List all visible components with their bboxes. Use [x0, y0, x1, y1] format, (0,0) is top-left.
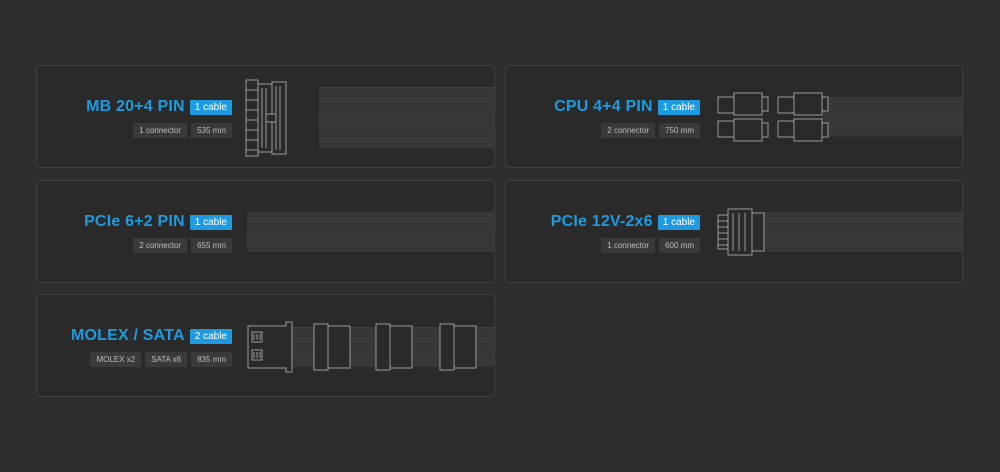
card-info: CPU 4+4 PIN 1 cable 2 connector 750 mm [506, 98, 700, 138]
length-chip: 655 mm [191, 238, 232, 253]
card-title: PCIe 6+2 PIN [84, 213, 185, 230]
card-title: CPU 4+4 PIN [554, 98, 653, 115]
cable-count-badge: 1 cable [657, 99, 700, 115]
card-title: PCIe 12V-2x6 [550, 213, 653, 230]
connector-count-chip: 1 connector [601, 238, 656, 253]
cable-card-pcie-6plus2: PCIe 6+2 PIN 1 cable 2 connector 655 mm [36, 180, 495, 283]
cable-card-12v-2x6: PCIe 12V-2x6 1 cable 1 connector 600 mm [505, 180, 963, 283]
cable-count-badge: 1 cable [189, 214, 232, 230]
length-chip: 600 mm [659, 238, 700, 253]
cable-card-molex-sata: MOLEX / SATA 2 cable MOLEX x2 SATA x6 83… [36, 294, 495, 397]
connector-count-chip: 2 connector [601, 123, 656, 138]
cable-card-cpu: CPU 4+4 PIN 1 cable 2 connector 750 mm [505, 65, 963, 168]
card-info: MB 20+4 PIN 1 cable 1 connector 535 mm [37, 98, 232, 138]
connector-count-chip: 2 connector [133, 238, 188, 253]
12v-2x6-connector-icon [717, 208, 765, 256]
length-chip: 750 mm [659, 123, 700, 138]
length-chip: 835 mm [191, 352, 232, 367]
cable-bundle [319, 87, 494, 148]
cable-count-badge: 1 cable [657, 214, 700, 230]
molex-sata-connectors-icon [247, 321, 477, 373]
cable-card-mb: MB 20+4 PIN 1 cable 1 connector 535 mm [36, 65, 495, 168]
card-info: MOLEX / SATA 2 cable MOLEX x2 SATA x6 83… [37, 327, 232, 367]
card-title: MOLEX / SATA [70, 327, 185, 344]
cpu-4plus4-connector-icon [717, 92, 829, 142]
cable-bundle [764, 212, 962, 252]
cable-count-badge: 2 cable [189, 328, 232, 344]
molex-count-chip: MOLEX x2 [90, 352, 142, 367]
card-title: MB 20+4 PIN [86, 98, 185, 115]
sata-count-chip: SATA x6 [145, 352, 188, 367]
cable-bundle [822, 97, 962, 137]
cable-count-badge: 1 cable [189, 99, 232, 115]
connector-count-chip: 1 connector [133, 123, 188, 138]
cable-bundle [247, 212, 494, 252]
length-chip: 535 mm [191, 123, 232, 138]
atx-24pin-connector-icon [245, 79, 287, 157]
card-info: PCIe 12V-2x6 1 cable 1 connector 600 mm [506, 213, 700, 253]
card-info: PCIe 6+2 PIN 1 cable 2 connector 655 mm [37, 213, 232, 253]
